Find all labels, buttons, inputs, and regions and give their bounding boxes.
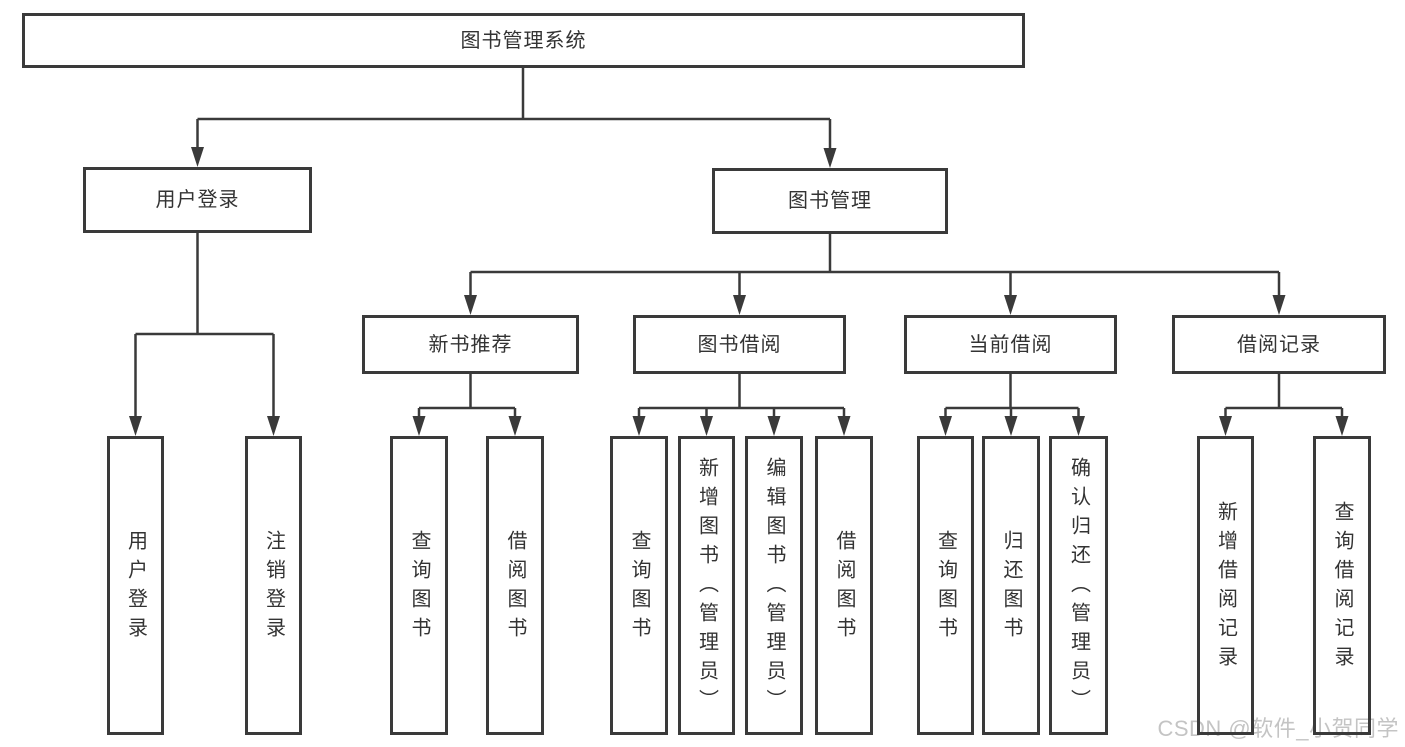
leaf-borrow-books-2: 借阅图书 (815, 436, 873, 735)
node-book-borrow: 图书借阅 (633, 315, 846, 374)
leaf-user-login: 用户登录 (107, 436, 164, 735)
node-book-management: 图书管理 (712, 168, 948, 234)
leaf-edit-books-admin: 编辑图书（管理员） (745, 436, 803, 735)
leaf-borrow-books-1: 借阅图书 (486, 436, 544, 735)
leaf-confirm-return-admin: 确认归还（管理员） (1049, 436, 1108, 735)
node-new-book-recommend: 新书推荐 (362, 315, 579, 374)
leaf-add-borrow-record: 新增借阅记录 (1197, 436, 1254, 735)
node-library-management-system: 图书管理系统 (22, 13, 1025, 68)
leaf-query-books-3: 查询图书 (917, 436, 974, 735)
leaf-return-books: 归还图书 (982, 436, 1040, 735)
node-borrow-records: 借阅记录 (1172, 315, 1386, 374)
node-user-login: 用户登录 (83, 167, 312, 233)
csdn-watermark: CSDN @软件_小贺同学 (1157, 716, 1399, 741)
leaf-query-books-2: 查询图书 (610, 436, 668, 735)
leaf-logout: 注销登录 (245, 436, 302, 735)
leaf-query-books-1: 查询图书 (390, 436, 448, 735)
node-current-borrow: 当前借阅 (904, 315, 1117, 374)
leaf-query-borrow-record: 查询借阅记录 (1313, 436, 1371, 735)
leaf-add-books-admin: 新增图书（管理员） (678, 436, 735, 735)
